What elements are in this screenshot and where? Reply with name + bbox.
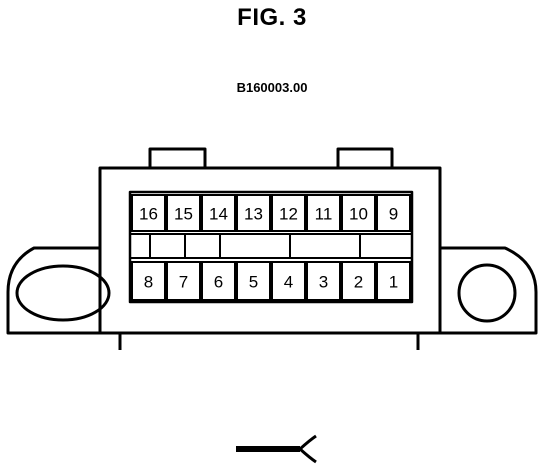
right-mounting-ear [416, 246, 538, 350]
pin-label-13: 13 [244, 205, 263, 224]
pin-label-12: 12 [279, 205, 298, 224]
pin-cell-6 [201, 261, 236, 301]
pin-cell-14 [201, 194, 236, 232]
pin-label-11: 11 [315, 205, 333, 224]
pin-label-7: 7 [179, 273, 188, 292]
pin-label-3: 3 [319, 273, 328, 292]
pin-cell-10 [341, 194, 376, 232]
pin-label-9: 9 [389, 205, 398, 224]
pin-label-1: 1 [389, 273, 398, 292]
pin-label-2: 2 [354, 273, 363, 292]
pin-cell-3 [306, 261, 341, 301]
pin-cell-4 [271, 261, 306, 301]
pin-label-14: 14 [209, 205, 228, 224]
top-pin-row: 16 15 14 13 12 11 10 9 [131, 194, 411, 232]
connector-left-tab [148, 147, 207, 168]
left-mounting-ear [6, 246, 122, 350]
left-mounting-hole [15, 264, 111, 322]
pin-label-4: 4 [284, 273, 293, 292]
right-mounting-hole [457, 263, 517, 323]
pin-cell-7 [166, 261, 201, 301]
pin-label-5: 5 [249, 273, 258, 292]
pin-block [128, 190, 414, 304]
pin-cell-9 [376, 194, 411, 232]
pin-cell-1 [376, 261, 411, 301]
pin-cell-5 [236, 261, 271, 301]
pin-cell-11 [306, 194, 341, 232]
connector-right-tab [336, 147, 394, 168]
connector-body [98, 166, 442, 335]
pin-cell-12 [271, 194, 306, 232]
pin-cell-15 [166, 194, 201, 232]
bottom-pin-row: 8 7 6 5 4 3 2 1 [131, 261, 411, 301]
pin-cell-13 [236, 194, 271, 232]
figure-reference-code: B160003.00 [236, 80, 308, 95]
pin-label-6: 6 [214, 273, 223, 292]
pin-cell-16 [131, 194, 166, 232]
pin-label-8: 8 [144, 273, 153, 292]
pin-label-15: 15 [174, 205, 193, 224]
pin-label-10: 10 [349, 205, 368, 224]
pin-cell-8 [131, 261, 166, 301]
wire-symbol [236, 434, 317, 464]
figure-title: FIG. 3 [237, 4, 307, 31]
pin-cell-2 [341, 261, 376, 301]
pin-label-16: 16 [139, 205, 158, 224]
